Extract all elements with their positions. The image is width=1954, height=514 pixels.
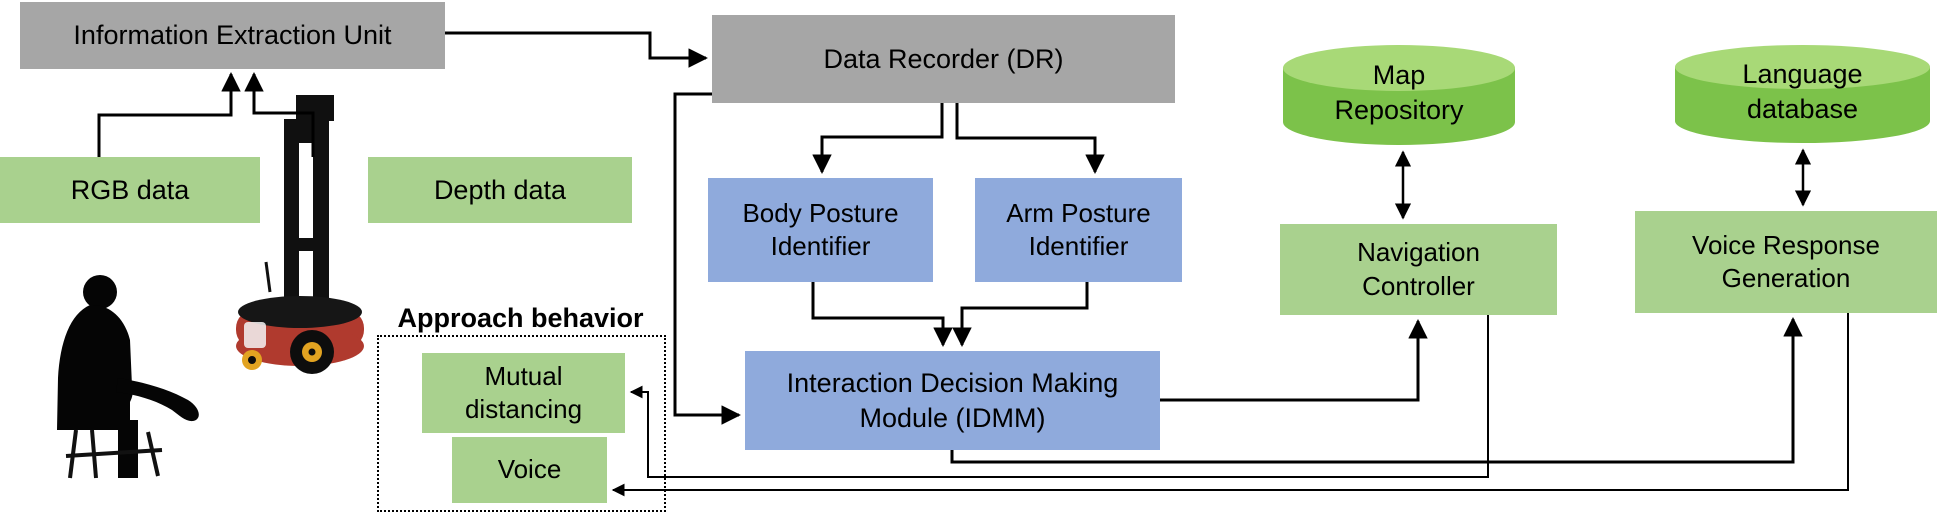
connector-dr-to-api xyxy=(955,103,1105,174)
node-data-recorder: Data Recorder (DR) xyxy=(712,15,1175,103)
map-repository-cylinder xyxy=(1283,45,1515,145)
node-body-posture-identifier: Body Posture Identifier xyxy=(708,178,933,282)
node-label: Body Posture Identifier xyxy=(742,197,899,261)
node-label: Map Repository xyxy=(1334,59,1464,125)
node-arm-posture-identifier: Arm Posture Identifier xyxy=(975,178,1182,282)
node-label: Voice Response Generation xyxy=(1692,229,1880,293)
connector-api-to-idmm xyxy=(952,282,1089,347)
connector-nav-to-mutual xyxy=(629,315,1489,478)
node-voice: Voice xyxy=(452,437,607,503)
node-rgb-data: RGB data xyxy=(0,157,260,223)
node-voice-response-generation: Voice Response Generation xyxy=(1635,211,1937,313)
node-label: Arm Posture Identifier xyxy=(1006,197,1151,261)
node-label: RGB data xyxy=(70,174,190,205)
node-information-extraction-unit: Information Extraction Unit xyxy=(20,2,445,69)
connector-rgb-to-ieu xyxy=(97,72,241,157)
approach-behavior-group-border xyxy=(377,335,666,512)
node-label: Depth data xyxy=(433,174,567,205)
node-label: Data Recorder (DR) xyxy=(823,43,1064,74)
node-mutual-distancing: Mutual distancing xyxy=(422,353,625,433)
mobile-robot-with-mast xyxy=(236,95,364,374)
node-label: Interaction Decision Making Module (IDMM… xyxy=(786,367,1119,433)
node-label: Mutual distancing xyxy=(464,360,583,424)
node-language-database: Language database xyxy=(1675,51,1930,133)
node-navigation-controller: Navigation Controller xyxy=(1280,224,1557,315)
node-interaction-decision-making-module: Interaction Decision Making Module (IDMM… xyxy=(745,351,1160,450)
connector-idmm-to-vrg xyxy=(950,317,1803,464)
node-depth-data: Depth data xyxy=(368,157,632,223)
node-label: Language database xyxy=(1742,58,1863,124)
node-label: Navigation Controller xyxy=(1357,237,1480,301)
language-database-cylinder xyxy=(1675,45,1930,143)
connector-depth-to-ieu xyxy=(244,72,315,157)
seated-person-silhouette xyxy=(57,275,199,479)
approach-behavior-group-title: Approach behavior xyxy=(397,303,644,333)
node-label: Information Extraction Unit xyxy=(73,20,392,51)
node-map-repository: Map Repository xyxy=(1283,52,1515,134)
node-label: Voice xyxy=(497,454,562,485)
connector-dr-to-idmm xyxy=(673,92,741,425)
connector-vrg-to-voice xyxy=(611,313,1849,497)
connector-ieu-to-dr xyxy=(445,31,708,68)
connector-dr-to-bpi xyxy=(812,103,944,174)
connector-bpi-to-idmm xyxy=(811,282,953,347)
connector-idmm-to-nav xyxy=(1160,319,1428,402)
